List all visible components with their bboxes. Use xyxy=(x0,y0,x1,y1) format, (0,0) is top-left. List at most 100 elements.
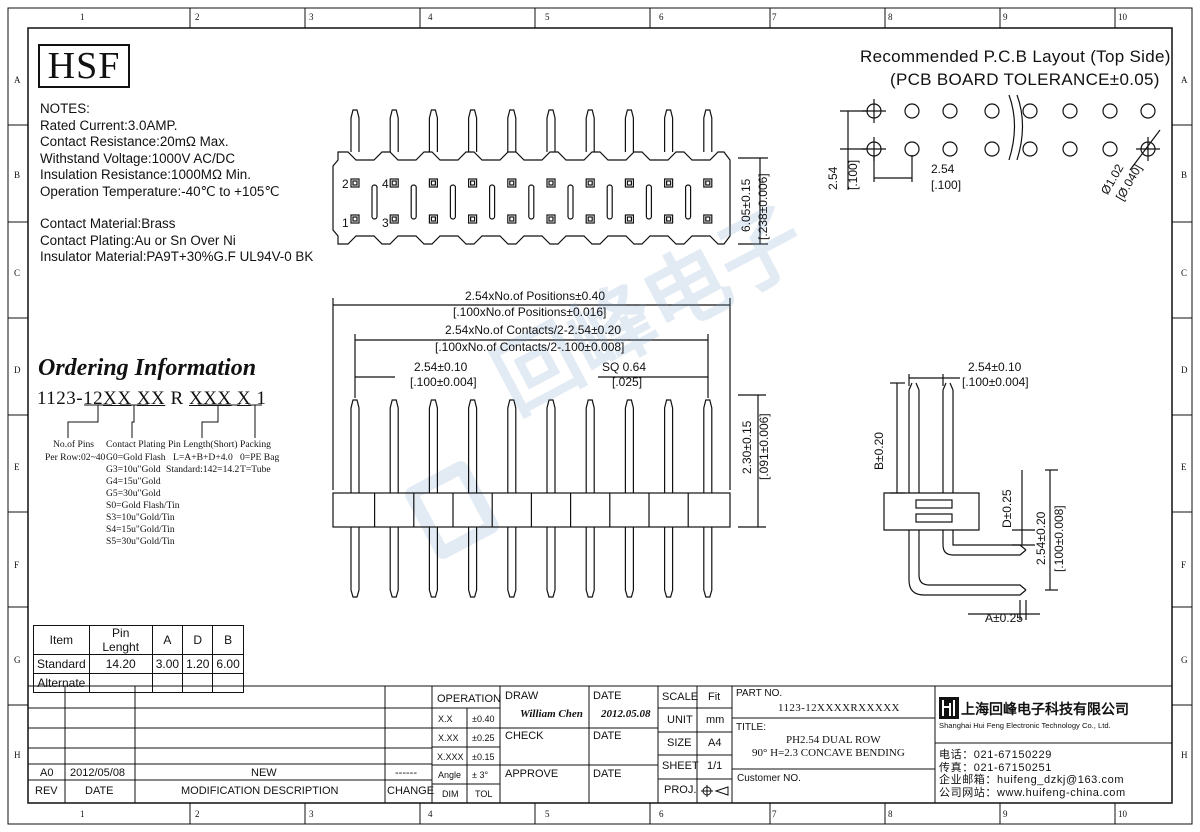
dim-sq-in: [.025] xyxy=(612,375,643,389)
part-field-length: XXX xyxy=(188,388,232,409)
grid-column-label: 4 xyxy=(428,12,433,22)
side-pitch: 2.54±0.10 xyxy=(968,360,1022,374)
top-pad-upper xyxy=(389,178,399,188)
top-pad-inner xyxy=(587,180,593,186)
pcb-hole xyxy=(1022,141,1038,157)
pin-label-1: 1 xyxy=(342,216,349,230)
top-slot xyxy=(410,184,417,220)
front-pin-upper xyxy=(703,399,713,493)
company-logo-icon xyxy=(939,697,959,719)
plating-option: G5=30u"Gold xyxy=(106,488,161,499)
plating-option: S5=30u"Gold/Tin xyxy=(106,536,175,547)
top-pin-tip xyxy=(703,109,713,152)
top-pin-tip xyxy=(350,109,360,152)
draw-date: 2012.05.08 xyxy=(601,708,651,720)
grid-row-label: G xyxy=(1181,655,1188,665)
pcb-hole xyxy=(942,103,958,119)
unit-label: UNIT xyxy=(667,714,693,726)
top-pad-upper xyxy=(624,178,635,188)
grid-row-label: F xyxy=(14,560,20,570)
tol-val: ±0.25 xyxy=(472,733,495,743)
grid-row-label: D xyxy=(1181,365,1188,375)
part-field-pins: XX xyxy=(103,388,132,409)
size-value: A4 xyxy=(708,737,722,749)
size-label: SIZE xyxy=(667,737,692,749)
grid-column-label: 3 xyxy=(309,809,314,819)
top-pad-inner xyxy=(430,216,436,222)
title-block-grid xyxy=(28,685,1172,803)
top-pad-inner xyxy=(509,180,515,186)
table-header: Item xyxy=(33,625,90,655)
top-pad-upper xyxy=(428,178,438,188)
dim-positions: 2.54xNo.of Positions±0.40 xyxy=(465,289,606,303)
table-cell: 6.00 xyxy=(212,654,244,674)
front-pin-upper xyxy=(428,399,438,493)
table-cell: Standard xyxy=(33,654,90,674)
side-d: D±0.25 xyxy=(1000,489,1014,528)
tol-val: ±0.40 xyxy=(472,714,495,724)
front-pin-upper xyxy=(546,399,556,493)
top-pad-inner xyxy=(470,216,476,222)
title-label: TITLE: xyxy=(736,722,767,733)
grid-row-label: C xyxy=(1181,268,1188,278)
unit-value: mm xyxy=(706,714,725,726)
grid-column-label: 3 xyxy=(309,12,314,22)
pins-label: No.of Pins xyxy=(53,439,95,450)
top-pin-tip xyxy=(664,109,674,152)
table-cell xyxy=(88,673,153,693)
dim-contacts: 2.54xNo.of Contacts/2-2.54±0.20 xyxy=(445,323,622,337)
part-prefix: 1123-12 xyxy=(37,388,104,409)
pcb-hole xyxy=(1140,103,1156,119)
plating-option: G4=15u"Gold xyxy=(106,476,161,487)
pcb-subtitle: (PCB BOARD TOLERANCE±0.05) xyxy=(890,70,1160,89)
front-pin-upper xyxy=(664,399,674,493)
table-header: B xyxy=(212,625,244,655)
table-header: D xyxy=(182,625,214,655)
top-pad-upper xyxy=(585,178,595,188)
side-a: A±0.25 xyxy=(985,611,1023,625)
tol-val: ±0.15 xyxy=(472,752,495,762)
top-pin-tip xyxy=(389,109,399,152)
plating-label: Contact Plating xyxy=(106,439,166,450)
pins-range: Per Row:02~40 xyxy=(45,452,106,463)
front-pin-upper xyxy=(624,399,634,493)
company-email: 企业邮箱：huifeng_dzkj@163.com xyxy=(939,774,1125,786)
part-r: R xyxy=(170,388,184,409)
grid-column-label: 6 xyxy=(659,809,664,819)
side-view xyxy=(883,374,1058,620)
table-header: A xyxy=(151,625,184,655)
watermark-logo xyxy=(405,461,499,559)
packing-option: T=Tube xyxy=(240,464,271,475)
check-date-label: DATE xyxy=(593,730,622,742)
dim-sq: SQ 0.64 xyxy=(602,360,647,374)
top-pad-inner xyxy=(391,180,397,186)
front-pin-lower xyxy=(428,527,438,598)
front-pin-upper xyxy=(585,399,595,493)
company-tel: 电话：021-67150229 xyxy=(939,749,1052,761)
top-pin-tip xyxy=(428,109,438,152)
change-header: CHANGE xyxy=(387,785,435,797)
table-header-row: Item Pin Lenght A D B xyxy=(33,625,244,655)
plating-option: S0=Gold Flash/Tin xyxy=(106,500,180,511)
drawing-title-line2: 90° H=2.3 CONCAVE BENDING xyxy=(752,747,905,759)
dim-positions-in: [.100xNo.of Positions±0.016] xyxy=(453,305,607,319)
grid-column-label: 10 xyxy=(1118,809,1127,819)
top-pad-inner xyxy=(705,180,711,186)
top-slot xyxy=(567,184,574,220)
check-label: CHECK xyxy=(505,730,544,742)
note-line: Withstand Voltage:1000V AC/DC xyxy=(40,150,236,166)
top-slot xyxy=(645,184,653,220)
grid-row-label: E xyxy=(1181,462,1187,472)
packing-label: Packing xyxy=(240,439,271,450)
top-pad-lower xyxy=(624,214,635,224)
ordering-title: Ordering Information xyxy=(38,355,257,381)
top-slot xyxy=(684,184,692,220)
top-pad-upper xyxy=(468,178,478,188)
top-pad-lower xyxy=(389,214,399,224)
table-cell: 1.20 xyxy=(182,654,214,674)
rev-change: ------ xyxy=(395,767,417,779)
grid-row-label: H xyxy=(1181,750,1188,760)
top-pad-lower xyxy=(350,214,360,224)
company-web: 公司网站：www.huifeng-china.com xyxy=(939,786,1126,799)
